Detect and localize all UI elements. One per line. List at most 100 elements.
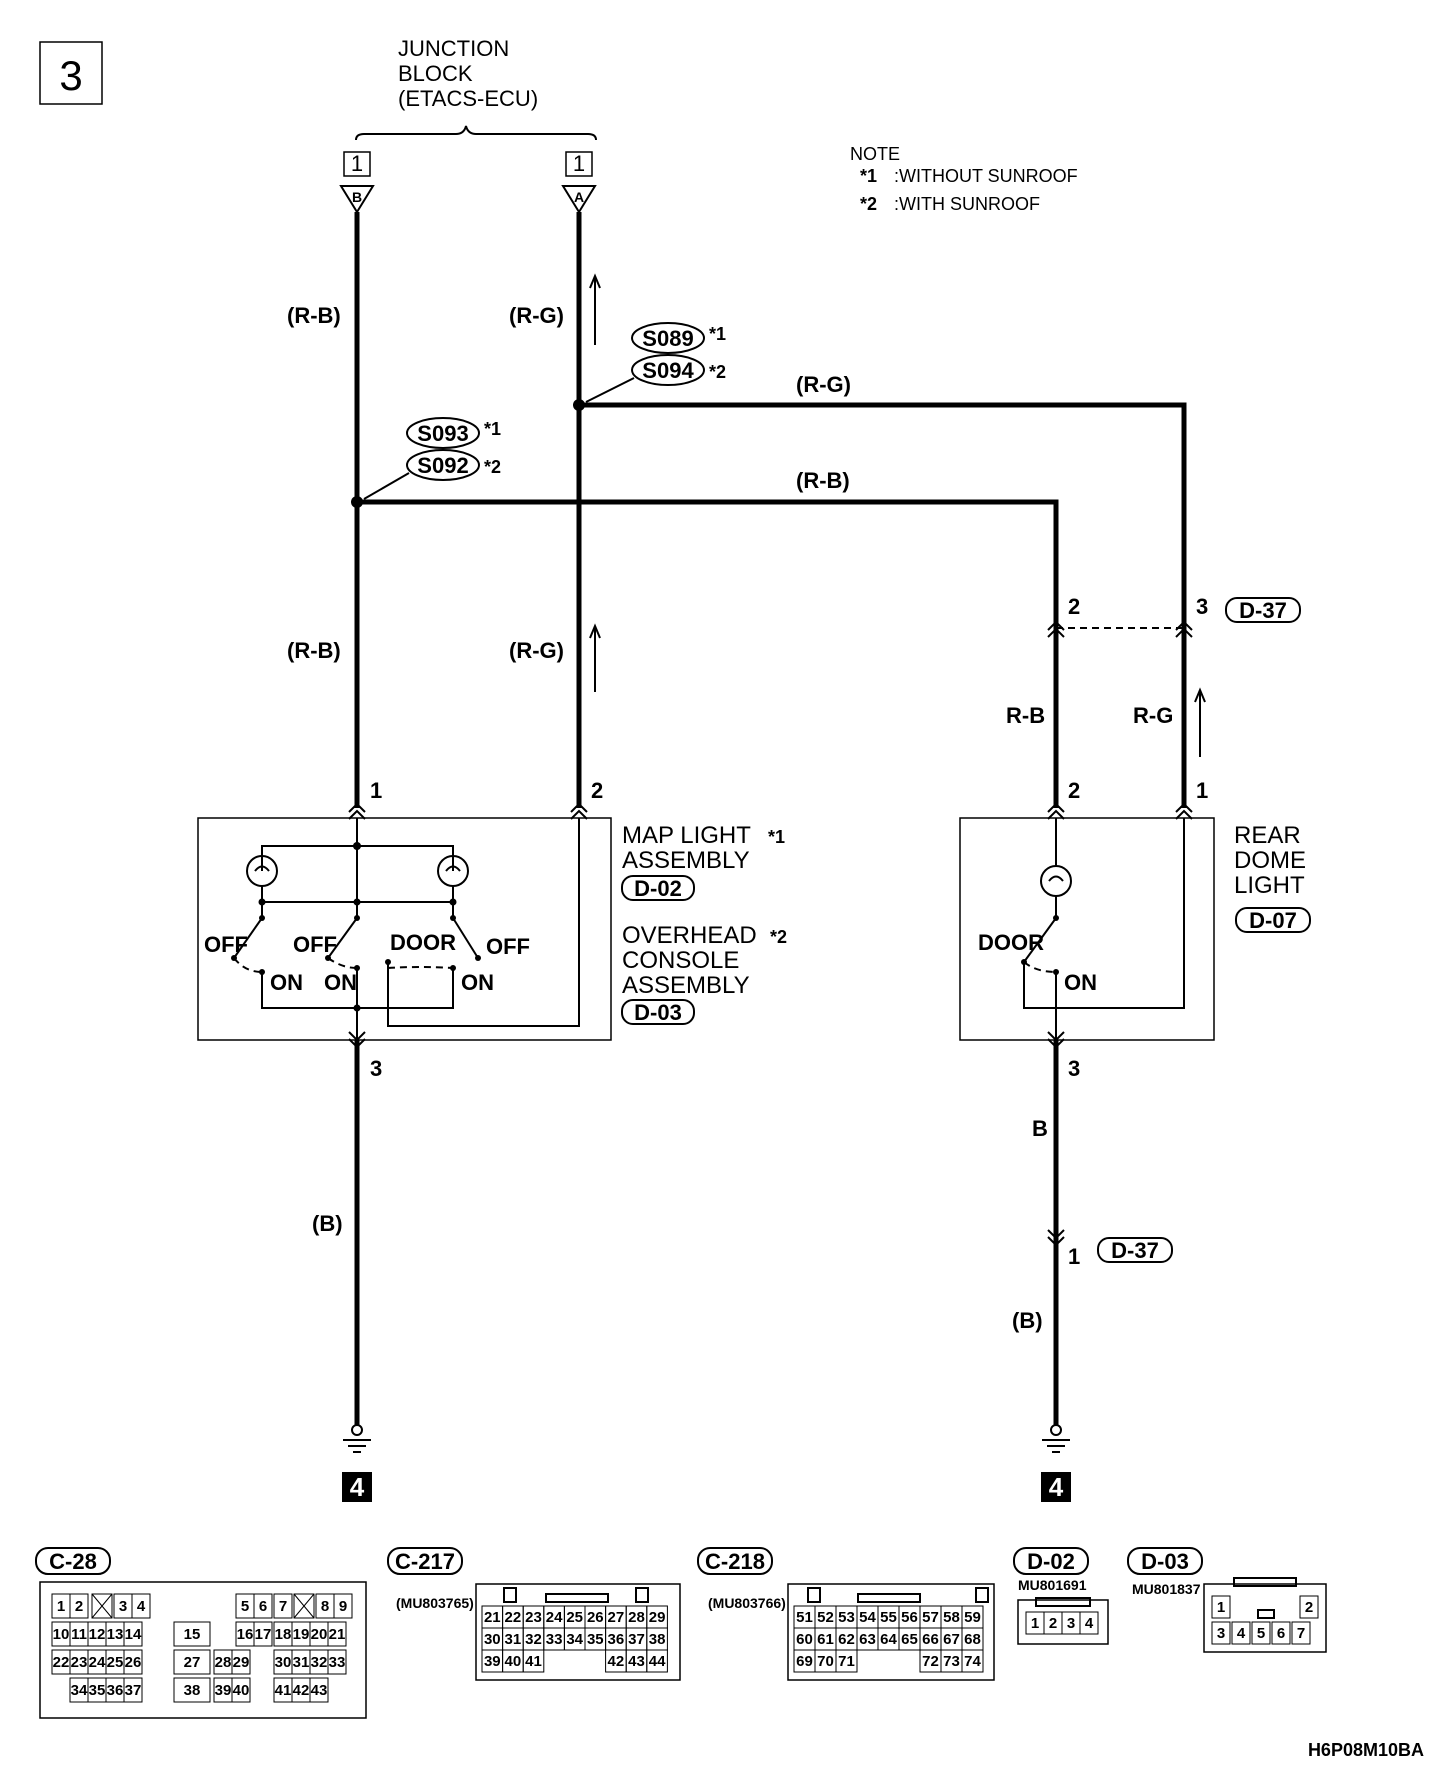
connector-c28-face [39,1581,367,1719]
svg-text:*2: *2 [709,362,726,382]
pin-label: 8 [321,1598,329,1615]
pin-label: 28 [628,1609,645,1626]
pin-cell [1271,1621,1291,1645]
connector-c217-part: (MU803765) [396,1595,474,1611]
connector-c217-face [475,1583,681,1681]
pin-label: 56 [901,1609,918,1626]
pin-label: 16 [237,1626,254,1643]
pin-cell [273,1593,293,1619]
pin-cell [1231,1621,1251,1645]
svg-text:B: B [352,189,362,205]
pin-label: 3 [119,1598,127,1615]
diagram-code: H6P08M10BA [1308,1740,1424,1760]
pin-label: 4 [1237,1625,1246,1642]
pin-label: 39 [215,1682,232,1699]
pin-label: 34 [71,1682,88,1699]
pin-label: 19 [293,1626,310,1643]
pin-label: 7 [1297,1625,1305,1642]
pin-label: 61 [817,1631,834,1648]
connector-d02-name: D-02 [1013,1547,1089,1575]
pin-label: 44 [649,1653,666,1670]
connector-c217-name: C-217 [387,1547,463,1575]
wire-label-rg-mid: (R-G) [509,638,564,663]
pin-label: 27 [184,1654,201,1671]
terminal-a: 1 A [561,151,597,214]
map-light-title-1: MAP LIGHT [622,822,751,849]
pin-cell [173,1621,211,1647]
svg-text:S093: S093 [417,421,468,446]
junction-block-brace [355,125,597,141]
pin-label: 1 [1031,1615,1039,1632]
pin-dome-3: 3 [1068,1056,1080,1081]
pin-label: 22 [505,1609,522,1626]
pin-map-3: 3 [370,1056,382,1081]
map-switch-off-1: OFF [204,932,248,957]
map-switch-door: DOOR [390,930,456,955]
pin-label: 5 [1257,1625,1265,1642]
map-switch-on-1: ON [270,970,303,995]
pin-d37-2: 2 [1068,594,1080,619]
pin-label: 14 [125,1626,142,1643]
pin-label: 18 [275,1626,292,1643]
page-number-box [39,41,103,105]
wire-label-rg-right: R-G [1133,703,1173,728]
pin-label: 63 [859,1631,876,1648]
pin-cell [253,1621,273,1647]
junction-block-title-2: BLOCK [398,61,473,86]
svg-text:C-217: C-217 [395,1549,455,1574]
ground-ref-left-box [342,1472,372,1502]
svg-text:D-02: D-02 [1027,1549,1075,1574]
pin-cell [835,1649,858,1673]
svg-text:D-02: D-02 [634,876,682,901]
pin-label: 21 [484,1609,501,1626]
connector-d03-face [1203,1577,1327,1653]
dome-switch-door: DOOR [978,930,1044,955]
pin-label: 66 [922,1631,939,1648]
wire-label-b-right: B [1032,1116,1048,1141]
pin-label: 71 [838,1653,855,1670]
connector-d37-bottom: D-37 [1097,1237,1173,1263]
splice-s092: S092 *2 [406,449,501,481]
pin-label: 59 [964,1609,981,1626]
pin-label: 65 [901,1631,918,1648]
pin-cell [1299,1595,1319,1619]
terminal-b: 1 B [339,151,375,214]
svg-text:D-03: D-03 [634,1000,682,1025]
splice-s089: S089 *1 [631,322,726,354]
pin-dome-1: 1 [1196,778,1208,803]
wire-label-rb-top: (R-B) [287,303,341,328]
pin-label: 11 [71,1626,87,1643]
pin-label: 17 [255,1626,272,1643]
connector-c218-face [787,1583,995,1681]
pin-label: 23 [525,1609,542,1626]
pin-label: 23 [71,1654,88,1671]
map-light-assembly [197,802,612,1049]
map-switch-on-3: ON [461,970,494,995]
svg-text:*1: *1 [709,324,726,344]
connector-c218-part: (MU803766) [708,1595,786,1611]
pin-label: 41 [275,1682,292,1699]
pin-label: 72 [922,1653,939,1670]
pin-label: 3 [1217,1625,1225,1642]
pin-label: 35 [89,1682,106,1699]
pin-cell [1079,1611,1099,1635]
pin-cell [1211,1621,1231,1645]
page-number: 3 [59,52,82,99]
connector-d02-face [1017,1597,1109,1645]
pin-cell [131,1593,151,1619]
pin-label: 3 [1067,1615,1075,1632]
svg-text:A: A [574,189,584,205]
note-mark-2: *2 [860,194,877,214]
pin-label: 13 [107,1626,124,1643]
splice-leader-rb [363,472,410,500]
wire-label-b-right-bottom: (B) [1012,1308,1043,1333]
pin-label: 70 [817,1653,834,1670]
overhead-console-title-1: OVERHEAD [622,922,757,949]
map-switch-off-3: OFF [486,934,530,959]
ground-icon-right [1042,1424,1070,1453]
pin-d37-1: 1 [1068,1244,1080,1269]
ground-ref-right-box [1041,1472,1071,1502]
pin-label: 69 [796,1653,813,1670]
pin-label: 52 [817,1609,834,1626]
